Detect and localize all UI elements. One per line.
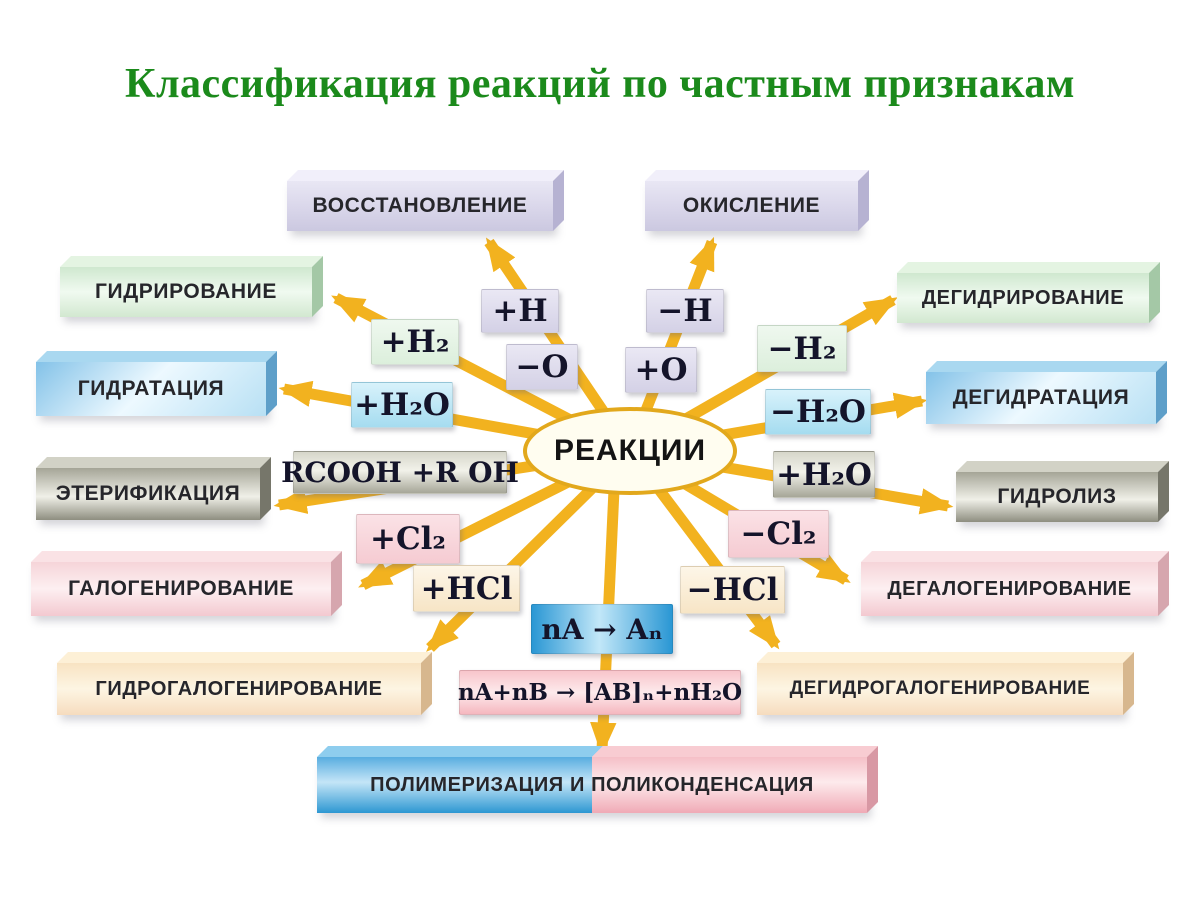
box-esterification-label: ЭТЕРИФИКАЦИЯ bbox=[55, 482, 241, 505]
box-oxidation: ОКИСЛЕНИЕ bbox=[645, 181, 858, 231]
box-polymerization-polycondensation: ПОЛИМЕРИЗАЦИЯ И ПОЛИКОНДЕНСАЦИЯ bbox=[317, 757, 867, 813]
chip-plus-o: +O bbox=[625, 347, 697, 393]
box-polymerization-label: ПОЛИМЕРИЗАЦИЯ И ПОЛИКОНДЕНСАЦИЯ bbox=[370, 773, 814, 796]
box-hydrohalogenation: ГИДРОГАЛОГЕНИРОВАНИЕ bbox=[57, 663, 421, 715]
chip-polymerization-formula: nA → Aₙ bbox=[531, 604, 673, 654]
chip-polycondensation-formula: nA+nB → [AB]ₙ+nH₂O bbox=[458, 670, 742, 715]
box-hydrolysis-label: ГИДРОЛИЗ bbox=[997, 485, 1117, 508]
box-reduction-label: ВОССТАНОВЛЕНИЕ bbox=[312, 194, 528, 217]
chip-plus-h2: +H₂ bbox=[371, 319, 459, 365]
box-dehydrogenation-label: ДЕГИДРИРОВАНИЕ bbox=[921, 286, 1125, 309]
chip-rcooh-roh: RCOOH +R OH bbox=[281, 451, 519, 494]
box-dehalogenation-label: ДЕГАЛОГЕНИРОВАНИЕ bbox=[887, 577, 1132, 600]
chip-minus-hcl: −HCl bbox=[680, 566, 785, 614]
page-title: Классификация реакций по частным признак… bbox=[124, 61, 1075, 107]
box-hydration-label: ГИДРАТАЦИЯ bbox=[77, 377, 225, 400]
box-reduction: ВОССТАНОВЛЕНИЕ bbox=[287, 181, 553, 231]
chip-plus-h: +H bbox=[481, 289, 559, 333]
box-hydrogenation-label: ГИДРИРОВАНИЕ bbox=[95, 280, 277, 303]
box-halogenation-label: ГАЛОГЕНИРОВАНИЕ bbox=[68, 577, 294, 600]
box-halogenation: ГАЛОГЕНИРОВАНИЕ bbox=[31, 562, 331, 616]
box-oxidation-label: ОКИСЛЕНИЕ bbox=[682, 194, 821, 217]
chip-minus-h2: −H₂ bbox=[757, 325, 847, 372]
box-hydrogenation: ГИДРИРОВАНИЕ bbox=[60, 267, 312, 317]
box-hydration: ГИДРАТАЦИЯ bbox=[36, 362, 266, 416]
chip-plus-hcl: +HCl bbox=[413, 565, 520, 612]
chip-plus-cl2: +Cl₂ bbox=[356, 514, 460, 564]
box-dehydrohalogenation: ДЕГИДРОГАЛОГЕНИРОВАНИЕ bbox=[757, 663, 1123, 715]
box-hydrohalogenation-label: ГИДРОГАЛОГЕНИРОВАНИЕ bbox=[95, 677, 383, 700]
box-dehydrohalogenation-label: ДЕГИДРОГАЛОГЕНИРОВАНИЕ bbox=[789, 678, 1091, 699]
box-dehydration-label: ДЕГИДРАТАЦИЯ bbox=[952, 386, 1130, 409]
chip-minus-h2o: −H₂O bbox=[765, 389, 871, 435]
reactions-ellipse: РЕАКЦИИ bbox=[523, 407, 737, 495]
chip-plus-h2o-hydrolysis: +H₂O bbox=[773, 451, 875, 498]
box-esterification: ЭТЕРИФИКАЦИЯ bbox=[36, 468, 260, 520]
box-hydrolysis: ГИДРОЛИЗ bbox=[956, 472, 1158, 522]
chip-minus-cl2: −Cl₂ bbox=[728, 510, 829, 558]
box-dehalogenation: ДЕГАЛОГЕНИРОВАНИЕ bbox=[861, 562, 1158, 616]
box-dehydration: ДЕГИДРАТАЦИЯ bbox=[926, 372, 1156, 424]
chip-plus-h2o: +H₂O bbox=[351, 382, 453, 428]
reactions-ellipse-label: РЕАКЦИИ bbox=[553, 434, 707, 467]
chip-minus-o: −O bbox=[506, 344, 578, 390]
box-dehydrogenation: ДЕГИДРИРОВАНИЕ bbox=[897, 273, 1149, 323]
chip-minus-h: −H bbox=[646, 289, 724, 333]
